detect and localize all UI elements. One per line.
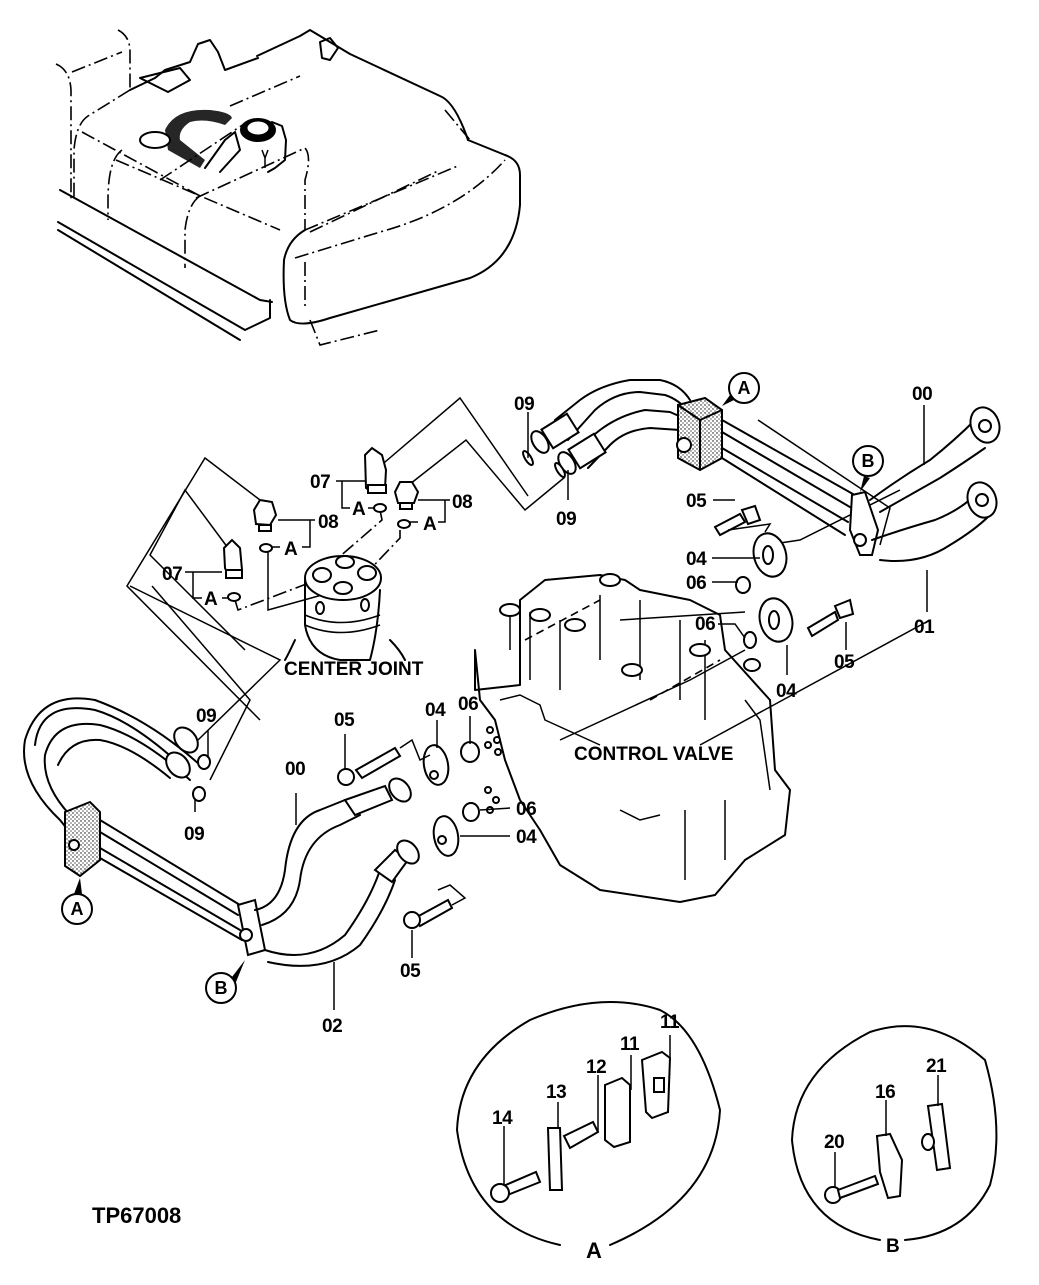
upper-hose-assembly bbox=[522, 379, 1001, 562]
label-04: 04 bbox=[516, 827, 537, 848]
callout-a-top: A bbox=[722, 372, 760, 406]
label-07: 07 bbox=[310, 472, 330, 493]
oring-06-right-b bbox=[743, 631, 757, 649]
label-00: 00 bbox=[285, 759, 305, 780]
label-09: 09 bbox=[196, 706, 216, 727]
fitting-adapter-08-upper bbox=[393, 481, 420, 510]
svg-text:B: B bbox=[215, 978, 228, 998]
callout-a-left: A bbox=[61, 878, 93, 925]
oring-06-left-a bbox=[460, 741, 480, 763]
label-00: 00 bbox=[912, 384, 932, 405]
label-06: 06 bbox=[458, 694, 478, 715]
oring-a-lower bbox=[227, 592, 241, 602]
label-05: 05 bbox=[400, 961, 421, 982]
oring-09-upper-b bbox=[554, 462, 566, 478]
label-a: A bbox=[423, 514, 437, 535]
callout-letter: A bbox=[738, 378, 751, 398]
detail-b bbox=[791, 1025, 998, 1241]
fitting-adapter-08-left bbox=[252, 498, 278, 532]
label-14: 14 bbox=[492, 1108, 513, 1129]
fitting-elbow-07-upper bbox=[363, 446, 388, 494]
leader-lines bbox=[126, 396, 931, 781]
drawing-id: TP67008 bbox=[92, 1203, 181, 1228]
label-09: 09 bbox=[184, 824, 204, 845]
label-01: 01 bbox=[914, 617, 935, 638]
label-06: 06 bbox=[686, 573, 706, 594]
label-20: 20 bbox=[824, 1132, 844, 1153]
oring-a-left bbox=[259, 543, 273, 553]
clamp-a-left bbox=[64, 800, 101, 878]
oring-a-right bbox=[397, 519, 411, 529]
label-04: 04 bbox=[425, 700, 446, 721]
label-06: 06 bbox=[516, 799, 536, 820]
label-06: 06 bbox=[695, 614, 715, 635]
label-11: 11 bbox=[660, 1012, 680, 1033]
detail-a bbox=[456, 1001, 721, 1246]
control-valve-label: CONTROL VALVE bbox=[574, 744, 733, 765]
label-05: 05 bbox=[334, 710, 355, 731]
label-a: A bbox=[204, 589, 218, 610]
detail-a-label: A bbox=[586, 1238, 602, 1263]
callout-brackets bbox=[185, 480, 450, 599]
label-12: 12 bbox=[586, 1057, 606, 1078]
label-21: 21 bbox=[926, 1056, 947, 1077]
left-flange-set bbox=[337, 738, 480, 929]
label-13: 13 bbox=[546, 1082, 566, 1103]
oring-06-left-b bbox=[462, 802, 480, 822]
oring-06-right-a bbox=[735, 576, 751, 594]
label-04: 04 bbox=[686, 549, 707, 570]
part-leaders bbox=[194, 405, 939, 1188]
center-joint-label: CENTER JOINT bbox=[284, 659, 424, 680]
right-flange-set bbox=[713, 504, 855, 649]
part-number-labels: 09 09 00 01 05 04 06 06 04 05 07 08 08 0… bbox=[162, 384, 948, 1153]
center-joint bbox=[284, 555, 406, 661]
label-11: 11 bbox=[620, 1034, 640, 1055]
svg-text:A: A bbox=[71, 899, 84, 919]
label-05: 05 bbox=[834, 652, 855, 673]
machine-upper-structure bbox=[55, 29, 521, 346]
label-04: 04 bbox=[776, 681, 797, 702]
label-05: 05 bbox=[686, 491, 707, 512]
svg-text:B: B bbox=[862, 451, 875, 471]
label-02: 02 bbox=[322, 1016, 342, 1037]
label-08: 08 bbox=[452, 492, 472, 513]
left-hose-assembly bbox=[23, 697, 420, 967]
label-16: 16 bbox=[875, 1082, 895, 1103]
oring-a-upper bbox=[373, 503, 387, 513]
callout-b-left: B bbox=[205, 960, 245, 1004]
label-a: A bbox=[352, 499, 366, 520]
oring-09-left-a bbox=[197, 754, 211, 770]
oring-09-left-b bbox=[192, 786, 206, 802]
label-a: A bbox=[284, 539, 298, 560]
detail-b-label: B bbox=[886, 1236, 900, 1257]
label-09: 09 bbox=[514, 394, 534, 415]
label-09: 09 bbox=[556, 509, 576, 530]
fitting-elbow-07-left bbox=[222, 538, 244, 579]
control-valve bbox=[474, 573, 791, 903]
callout-b-top: B bbox=[852, 445, 884, 492]
label-07: 07 bbox=[162, 564, 182, 585]
label-08: 08 bbox=[318, 512, 338, 533]
